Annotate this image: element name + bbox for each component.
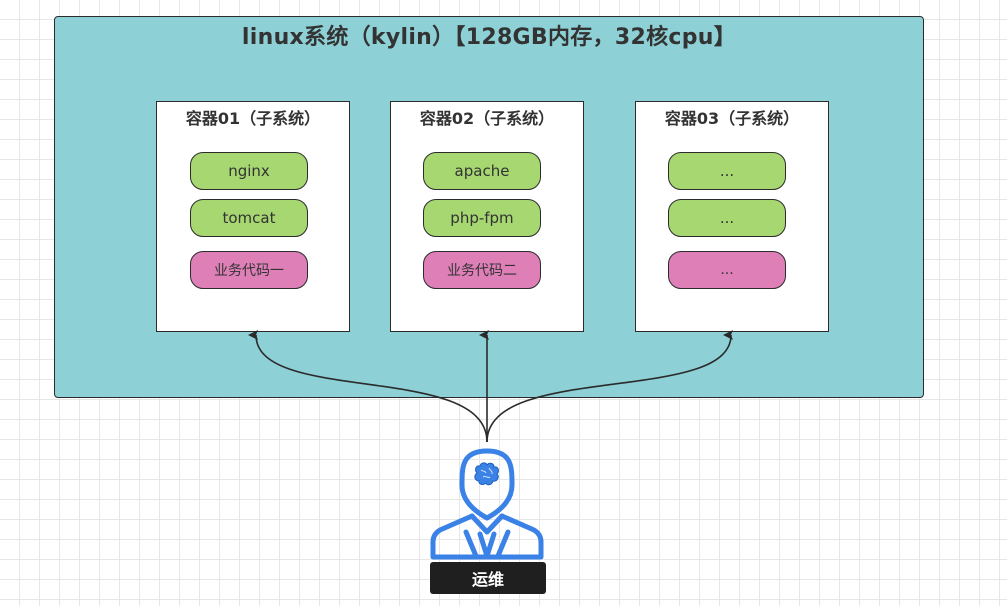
host-title: linux系统（kylin）【128GB内存，32核cpu】: [241, 25, 737, 50]
arrow-to-container-01: [248, 329, 488, 443]
container-02: 容器02（子系统） apache php-fpm 业务代码二: [390, 101, 584, 332]
linux-host-box: linux系统（kylin）【128GB内存，32核cpu】 容器01（子系统）…: [54, 16, 924, 398]
service-placeholder-2: ...: [668, 199, 786, 237]
arrow-to-container-03: [486, 330, 734, 443]
operator-label: 运维: [430, 562, 546, 594]
service-php-fpm: php-fpm: [423, 199, 541, 237]
service-apache: apache: [423, 152, 541, 190]
business-code-placeholder: ...: [668, 251, 786, 289]
container-01-title: 容器01（子系统）: [185, 109, 321, 128]
business-code-2: 业务代码二: [423, 251, 541, 289]
brain-icon: [474, 462, 499, 486]
service-nginx: nginx: [190, 152, 308, 190]
service-tomcat: tomcat: [190, 199, 308, 237]
container-03: 容器03（子系统） ... ... ...: [635, 101, 829, 332]
service-placeholder-1: ...: [668, 152, 786, 190]
container-03-title: 容器03（子系统）: [664, 109, 800, 128]
business-code-1: 业务代码一: [190, 251, 308, 289]
container-02-title: 容器02（子系统）: [419, 109, 555, 128]
